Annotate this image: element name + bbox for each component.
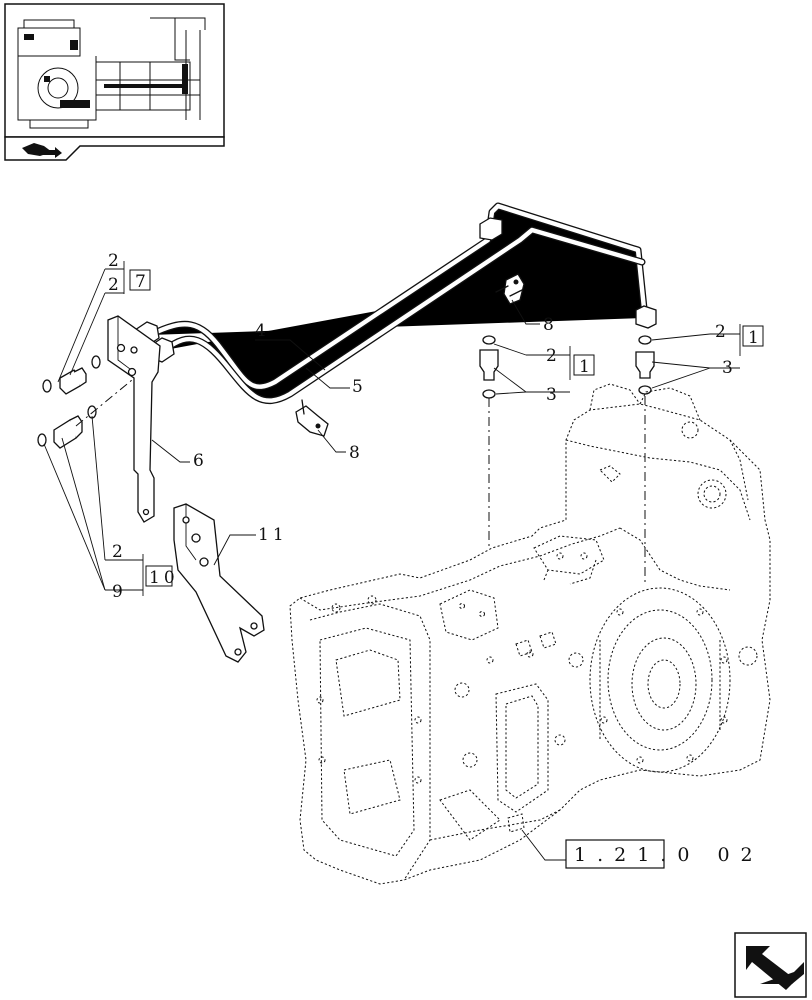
axis-line-left	[75, 379, 133, 427]
adapter-center	[479, 335, 499, 399]
pipe-clamp-lower	[295, 399, 329, 437]
hydraulic-pipes	[134, 206, 657, 401]
callout-2-1-center: 2 1	[546, 346, 595, 377]
callout-label: 2	[546, 346, 557, 366]
folder-arrow-icon[interactable]	[4, 136, 225, 161]
callout-2-1-right: 2 1	[715, 322, 764, 348]
callout-label: 2	[108, 251, 119, 271]
callout-label: 2	[112, 542, 123, 562]
transmission-housing	[289, 383, 771, 885]
callout-box-label: 1	[579, 357, 590, 377]
callout-9: 9	[112, 582, 123, 602]
callout-box-label: 10	[149, 568, 179, 588]
next-page-arrow-icon[interactable]	[734, 932, 807, 998]
callout-2-7: 2 7	[108, 251, 151, 292]
callout-8-lower: 8	[349, 443, 360, 463]
callout-box-label: 1	[748, 328, 759, 348]
assembly-thumbnail-icon[interactable]	[4, 3, 225, 138]
leader-lines	[43, 261, 741, 861]
callout-3-center: 3	[546, 385, 557, 405]
adapter-left-lower	[37, 405, 97, 449]
bracket-11	[173, 503, 265, 663]
callout-6: 6	[193, 451, 204, 471]
callout-5: 5	[352, 377, 363, 397]
callout-2-10: 2 10	[112, 542, 179, 588]
adapter-right	[635, 335, 655, 395]
pipe-clamp-upper	[495, 273, 525, 305]
callout-4: 4	[255, 321, 266, 341]
bracket-6	[107, 315, 161, 523]
callout-2b: 2	[108, 275, 119, 295]
callout-11: 11	[258, 525, 288, 545]
callout-box-label: 7	[135, 272, 146, 292]
callout-3-right: 3	[722, 358, 733, 378]
cross-reference-label: 1.21.0 02	[574, 844, 764, 866]
cross-reference-link[interactable]: 1.21.0 02	[565, 839, 764, 869]
adapter-left-upper	[42, 355, 101, 395]
callout-8-upper: 8	[543, 315, 554, 335]
callout-label: 2	[715, 322, 726, 342]
